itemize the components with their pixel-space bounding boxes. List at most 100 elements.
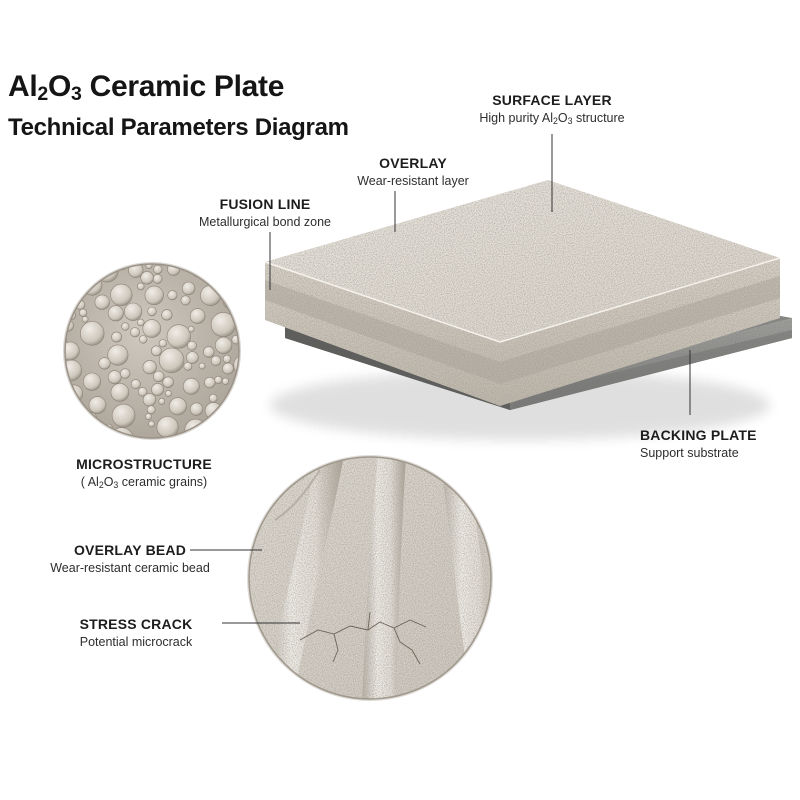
ceramic-grain	[78, 308, 88, 317]
ceramic-grain	[150, 345, 162, 357]
callout-description: High purity Al2O3 structure	[479, 111, 625, 126]
ceramic-grain	[142, 319, 162, 338]
ceramic-grain	[214, 375, 223, 384]
callout-description: ( Al2O3 ceramic grains)	[80, 475, 208, 490]
ceramic-grain	[88, 396, 107, 414]
ceramic-grain	[189, 308, 206, 324]
ceramic-grain	[166, 324, 191, 349]
leader-lines	[190, 134, 691, 624]
ceramic-overlay-plate	[264, 180, 781, 406]
ceramic-grain	[94, 294, 110, 310]
ceramic-grain	[111, 331, 122, 343]
ceramic-grain	[177, 264, 186, 267]
callout-heading: BACKING PLATE	[640, 427, 757, 443]
callout-description: Potential microcrack	[79, 635, 193, 649]
ceramic-grain	[140, 271, 154, 285]
ceramic-grain	[137, 318, 145, 327]
ceramic-grain	[110, 383, 130, 402]
ceramic-grain	[79, 321, 105, 346]
ceramic-grain	[222, 354, 232, 364]
ceramic-grain	[162, 376, 174, 388]
ceramic-grain	[124, 302, 143, 321]
callout-overlay-bead: OVERLAY BEAD Wear-resistant ceramic bead	[50, 542, 210, 575]
callout-description: Metallurgical bond zone	[198, 215, 332, 229]
ceramic-grain	[153, 370, 165, 383]
callout-surface-layer: SURFACE LAYER High purity Al2O3 structur…	[479, 92, 624, 126]
ceramic-grain	[153, 264, 163, 275]
ceramic-grain	[167, 290, 178, 301]
ceramic-grain	[137, 387, 148, 397]
stress-crack-mark	[299, 611, 427, 665]
callout-heading: SURFACE LAYER	[492, 92, 612, 108]
ceramic-grain	[187, 325, 195, 333]
ceramic-grain	[147, 306, 157, 317]
ceramic-grain	[186, 351, 199, 364]
microstructure-view	[63, 262, 241, 440]
diagram-subtitle: Technical Parameters Diagram	[8, 114, 349, 141]
ceramic-grain	[181, 281, 196, 296]
ceramic-grain	[158, 347, 185, 373]
ceramic-grain	[130, 327, 141, 338]
ceramic-grain	[158, 397, 166, 405]
ceramic-grain	[144, 285, 164, 306]
callout-microstructure: MICROSTRUCTURE ( Al2O3 ceramic grains)	[76, 456, 212, 490]
ceramic-grain	[98, 357, 111, 370]
callout-overlay: OVERLAY Wear-resistant layer	[357, 155, 469, 188]
ceramic-grain	[145, 413, 152, 420]
ceramic-grain	[198, 362, 206, 370]
callout-fusion-line: FUSION LINE Metallurgical bond zone	[199, 196, 331, 229]
ceramic-grain	[151, 383, 164, 396]
callout-description: Wear-resistant layer	[357, 174, 469, 188]
ceramic-grain	[189, 402, 204, 416]
ceramic-grain	[130, 379, 141, 390]
ceramic-grain	[222, 362, 234, 375]
ceramic-grain	[165, 390, 172, 397]
callout-heading: STRESS CRACK	[79, 616, 193, 632]
callout-heading: MICROSTRUCTURE	[76, 456, 212, 472]
ceramic-grain	[183, 361, 193, 371]
callout-heading: OVERLAY	[379, 155, 447, 171]
ceramic-grain	[204, 376, 216, 389]
ceramic-grain	[142, 360, 157, 375]
ceramic-grain	[161, 309, 173, 321]
ceramic-grain	[152, 274, 163, 284]
ceramic-grain	[137, 282, 145, 291]
ceramic-grain	[208, 393, 218, 403]
overlay-bead-view	[247, 455, 493, 701]
ceramic-grain	[81, 315, 89, 323]
ceramic-grain	[83, 372, 102, 391]
ceramic-grain	[65, 336, 68, 344]
callout-description: Wear-resistant ceramic bead	[50, 561, 210, 575]
ceramic-grain	[210, 355, 222, 366]
callout-heading: OVERLAY BEAD	[73, 542, 187, 558]
callout-heading: FUSION LINE	[219, 196, 311, 212]
ceramic-grain	[139, 335, 148, 344]
ceramic-grain	[119, 368, 131, 379]
ceramic-grain	[158, 339, 167, 348]
ceramic-grain	[107, 370, 122, 385]
ceramic-grain	[109, 427, 135, 438]
surface-layer-face	[265, 180, 780, 342]
ceramic-grain	[180, 295, 191, 306]
ceramic-grain	[107, 344, 129, 366]
ceramic-grain	[110, 283, 133, 307]
ceramic-grain	[142, 393, 157, 407]
ceramic-grain	[200, 284, 222, 306]
ceramic-grain	[121, 322, 130, 331]
ceramic-grain	[203, 346, 215, 358]
callout-description: Support substrate	[640, 446, 739, 460]
ceramic-grain	[221, 377, 230, 385]
ceramic-grain	[215, 336, 233, 355]
ceramic-grain	[111, 403, 136, 428]
ceramic-grain	[148, 420, 155, 428]
diagram-title: Al2O3 Ceramic Plate	[8, 70, 285, 105]
ceramic-grain	[168, 397, 187, 416]
ceramic-grain	[146, 405, 156, 415]
callout-stress-crack: STRESS CRACK Potential microcrack	[80, 616, 193, 649]
ceramic-grain	[107, 305, 124, 322]
ceramic-grain	[182, 377, 200, 395]
callout-backing-plate: BACKING PLATE Support substrate	[640, 427, 757, 460]
ceramic-grain	[186, 340, 197, 351]
